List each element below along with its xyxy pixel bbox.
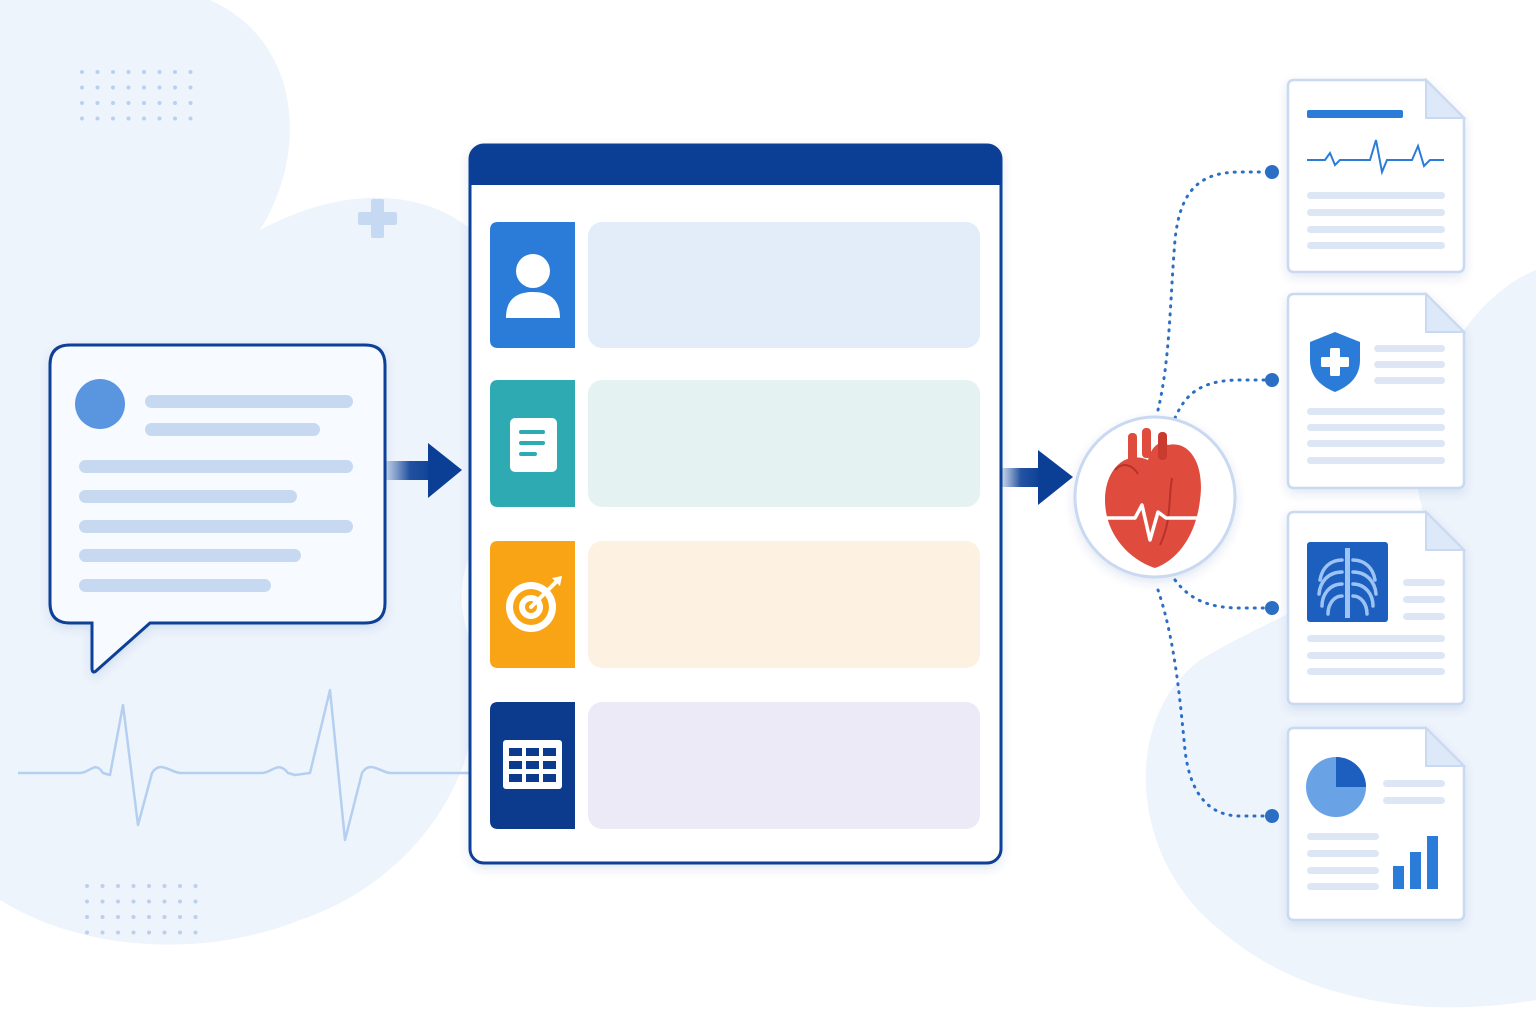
form-row-document bbox=[490, 380, 980, 507]
dot bbox=[162, 930, 167, 935]
dot bbox=[178, 884, 182, 888]
xray-icon bbox=[1307, 542, 1388, 622]
dot bbox=[116, 899, 120, 904]
dot bbox=[111, 116, 115, 121]
dot bbox=[80, 116, 84, 121]
shield-plus-icon bbox=[1310, 332, 1360, 392]
avatar-circle-icon bbox=[75, 379, 125, 429]
dot bbox=[111, 85, 115, 90]
dot bbox=[95, 116, 100, 121]
dot bbox=[178, 930, 182, 935]
dot bbox=[131, 899, 136, 904]
dot bbox=[100, 899, 105, 904]
dot bbox=[85, 930, 89, 935]
dot bbox=[188, 70, 193, 74]
dot bbox=[193, 899, 198, 904]
dot bbox=[178, 915, 182, 919]
dot bbox=[80, 85, 84, 90]
dot bbox=[80, 70, 84, 74]
dotted-connectors bbox=[1156, 170, 1273, 818]
dot bbox=[95, 70, 100, 74]
dot bbox=[193, 930, 198, 935]
dot bbox=[80, 101, 84, 105]
dot bbox=[147, 915, 151, 919]
dot bbox=[100, 915, 105, 919]
dot bbox=[85, 884, 89, 888]
dot bbox=[142, 85, 146, 90]
target-icon bbox=[506, 576, 562, 632]
dot bbox=[100, 930, 105, 935]
dot-grid-bottom-left bbox=[85, 884, 198, 935]
dot bbox=[147, 884, 151, 888]
doc-ecg-lines bbox=[1307, 192, 1445, 249]
doc-ecg-title-bar bbox=[1307, 110, 1403, 118]
dot bbox=[162, 884, 167, 888]
table-icon bbox=[503, 740, 562, 789]
heart-icon bbox=[1104, 428, 1201, 568]
output-document-chart bbox=[1286, 725, 1467, 922]
dot bbox=[142, 101, 146, 105]
dot bbox=[162, 899, 167, 904]
dot bbox=[142, 70, 146, 74]
doc-xray-lines bbox=[1307, 579, 1445, 675]
dot bbox=[126, 116, 131, 121]
dot-grid-top-left bbox=[80, 70, 193, 121]
plus-icon bbox=[358, 199, 397, 238]
bubble-text-lines bbox=[79, 395, 353, 592]
dot bbox=[111, 70, 115, 74]
dot bbox=[157, 70, 162, 74]
ecg-background-line bbox=[18, 688, 470, 842]
dot bbox=[178, 899, 182, 904]
dot bbox=[95, 85, 100, 90]
dot bbox=[116, 915, 120, 919]
document-icon bbox=[510, 418, 557, 472]
form-row-target bbox=[490, 541, 980, 668]
dot bbox=[173, 70, 177, 74]
dot bbox=[116, 884, 120, 888]
user-icon bbox=[506, 254, 560, 318]
dot bbox=[193, 915, 198, 919]
output-document-ecg bbox=[1286, 77, 1467, 274]
dot bbox=[188, 85, 193, 90]
ecg-line-icon bbox=[1307, 139, 1444, 176]
dot bbox=[100, 884, 105, 888]
dot bbox=[188, 101, 193, 105]
arrow-bubble-to-panel bbox=[385, 443, 462, 498]
arrow-panel-to-heart bbox=[1001, 450, 1073, 505]
dot bbox=[95, 101, 100, 105]
form-row-table bbox=[490, 702, 980, 829]
dot bbox=[131, 884, 136, 888]
dot bbox=[157, 85, 162, 90]
dot bbox=[173, 85, 177, 90]
dot bbox=[116, 930, 120, 935]
doc-chart-lines bbox=[1307, 780, 1445, 890]
form-panel-header-bar bbox=[470, 145, 1001, 185]
dot bbox=[85, 899, 89, 904]
dot bbox=[173, 101, 177, 105]
dot bbox=[147, 930, 151, 935]
dot bbox=[173, 116, 177, 121]
dot bbox=[188, 116, 193, 121]
dot bbox=[111, 101, 115, 105]
dot bbox=[142, 116, 146, 121]
dot bbox=[126, 85, 131, 90]
dot bbox=[147, 899, 151, 904]
dot bbox=[85, 915, 89, 919]
dot bbox=[157, 101, 162, 105]
dot bbox=[126, 70, 131, 74]
dot bbox=[131, 915, 136, 919]
doc-insurance-lines bbox=[1307, 345, 1445, 464]
form-row-user bbox=[490, 222, 980, 348]
dot bbox=[162, 915, 167, 919]
dot bbox=[193, 884, 198, 888]
dot bbox=[131, 930, 136, 935]
pie-bar-chart-icon bbox=[1306, 757, 1438, 889]
dot bbox=[126, 101, 131, 105]
connector-endpoints bbox=[1265, 165, 1279, 823]
dot bbox=[157, 116, 162, 121]
